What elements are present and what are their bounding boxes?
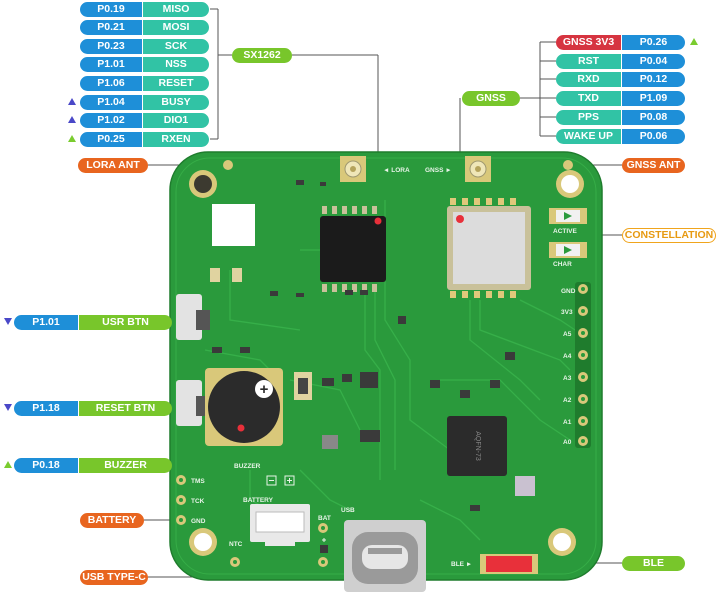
silk-a5: A5: [563, 331, 572, 338]
silk-gnss: GNSS ►: [425, 167, 452, 174]
direction-down-icon: [4, 404, 12, 411]
silk-charge: CHAR: [553, 261, 572, 268]
header-pins: [575, 282, 591, 448]
silk-ntc: NTC: [229, 541, 243, 548]
reset-btn-pin: P1.18: [14, 401, 78, 416]
battery-polarity-icons: [266, 475, 326, 542]
silk-tms: TMS: [191, 478, 205, 485]
func-label: DIO1: [143, 113, 209, 128]
pin-label: P0.21: [80, 20, 142, 35]
pin-label: P0.23: [80, 39, 142, 54]
lora-ant-label: LORA ANT: [78, 158, 148, 173]
func-label: TXD: [556, 91, 621, 106]
constellation-label: CONSTELLATION: [622, 228, 716, 243]
mounting-holes: [189, 170, 584, 556]
direction-up-icon: [68, 116, 76, 123]
reset-btn-label: RESET BTN: [79, 401, 172, 416]
silk-tck: TCK: [191, 498, 205, 505]
func-label: MISO: [143, 2, 209, 17]
pin-label: P0.25: [80, 132, 142, 147]
ble-label: BLE: [622, 556, 685, 571]
usr-btn-pin: P1.01: [14, 315, 78, 330]
func-label: RESET: [143, 76, 209, 91]
silk-a1: A1: [563, 419, 572, 426]
direction-down-icon: [4, 318, 12, 325]
pin-label: P0.26: [622, 35, 685, 50]
usb-c-connector: [344, 520, 426, 592]
direction-up-icon: [4, 461, 12, 468]
func-label: BUSY: [143, 95, 209, 110]
mcu-chip: AQFN-73: [447, 416, 507, 476]
direction-up-icon: [68, 135, 76, 142]
debug-pads: [176, 475, 328, 567]
silk-a0: A0: [563, 439, 572, 446]
pin-label: P0.08: [622, 110, 685, 125]
func-label: RXD: [556, 72, 621, 87]
battery-label: BATTERY: [80, 513, 144, 528]
mcu-marking: AQFN-73: [474, 431, 481, 461]
usr-btn-label: USR BTN: [79, 315, 172, 330]
buzzer-pin: P0.18: [14, 458, 78, 473]
status-leds: [549, 208, 587, 258]
silk-buzzer: BUZZER: [234, 463, 261, 470]
silk-usb: USB: [341, 507, 355, 514]
func-label: PPS: [556, 110, 621, 125]
func-label: RXEN: [143, 132, 209, 147]
svg-text:+: +: [260, 381, 269, 398]
antenna-connectors: [223, 156, 573, 182]
func-label: RST: [556, 54, 621, 69]
sx1262-label: SX1262: [232, 48, 292, 63]
func-label: WAKE UP: [556, 129, 621, 144]
buzzer-component: +: [205, 368, 283, 446]
pin-label: P0.12: [622, 72, 685, 87]
silk-gnd2: GND: [191, 518, 206, 525]
ble-antenna: [480, 554, 538, 574]
direction-up-icon: [690, 38, 698, 45]
pin-label: P1.02: [80, 113, 142, 128]
pin-label: P1.01: [80, 57, 142, 72]
pin-label: P0.04: [622, 54, 685, 69]
silk-active: ACTIVE: [553, 228, 578, 235]
pin-label: P1.06: [80, 76, 142, 91]
func-label: MOSI: [143, 20, 209, 35]
buzzer-label: BUZZER: [79, 458, 172, 473]
func-label: SCK: [143, 39, 209, 54]
func-label: GNSS 3V3: [556, 35, 621, 50]
silk-a3: A3: [563, 375, 572, 382]
usb-type-c-label: USB TYPE-C: [80, 570, 148, 585]
direction-up-icon: [68, 98, 76, 105]
func-label: NSS: [143, 57, 209, 72]
pin-label: P1.09: [622, 91, 685, 106]
silk-bat: BAT: [318, 515, 331, 522]
silk-a4: A4: [563, 353, 572, 360]
gnss-ant-label: GNSS ANT: [622, 158, 685, 173]
silk-ble: BLE ►: [451, 561, 472, 568]
pin-label: P1.04: [80, 95, 142, 110]
sx1262-chip: [320, 216, 386, 282]
pin-label: P0.19: [80, 2, 142, 17]
side-buttons: [176, 294, 210, 426]
silk-3v3: 3V3: [561, 309, 573, 316]
battery-connector: [250, 504, 310, 546]
silk-gnd: GND: [561, 288, 576, 295]
silk-lora: ◄ LORA: [383, 167, 410, 174]
silk-a2: A2: [563, 397, 572, 404]
blank-label-area: [212, 204, 255, 246]
gnss-label: GNSS: [462, 91, 520, 106]
silk-battery: BATTERY: [243, 497, 274, 504]
pin-label: P0.06: [622, 129, 685, 144]
